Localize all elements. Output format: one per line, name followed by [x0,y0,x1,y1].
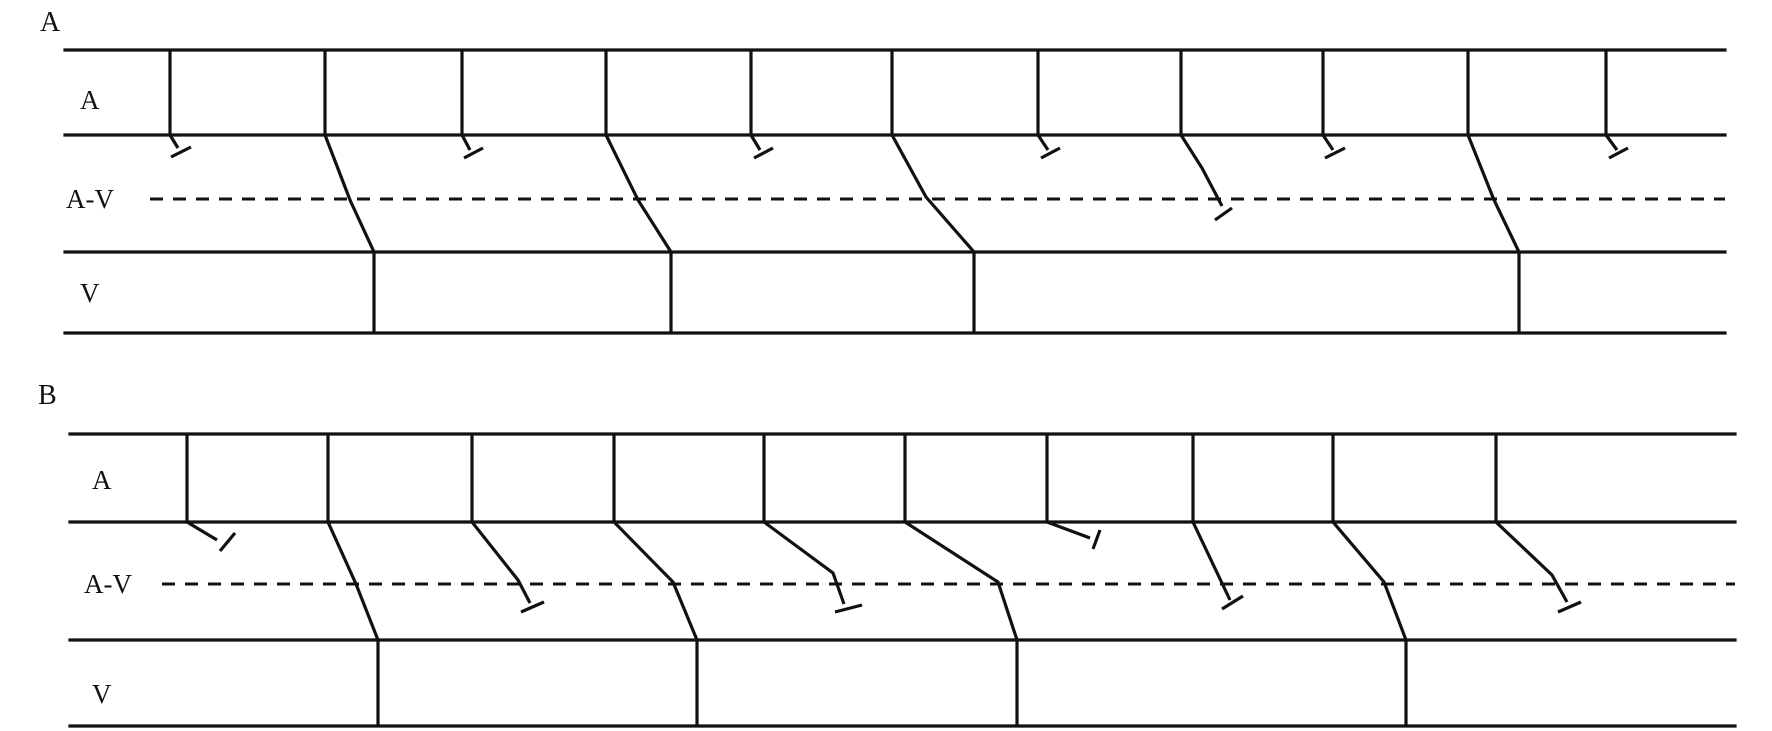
panel-b-beat-1-blocked [185,435,237,553]
conducted-impulse [323,51,376,333]
panel-b-beat-6-conducted [903,435,1019,726]
panel-a: A A A-V V [40,7,1727,335]
block-mark [170,145,192,159]
atrial-impulse [1494,435,1569,603]
panel-b-beat-8-blocked-deep [1191,435,1244,611]
atrial-impulse [1321,51,1335,151]
block-mark [1040,146,1061,160]
atrial-impulse [1604,51,1619,151]
panel-a-label: A [40,7,61,38]
panel-a-beat-9-blocked [1321,51,1346,160]
conducted-impulse [890,51,976,333]
atrial-impulse [1191,435,1232,601]
conducted-impulse [1466,51,1521,333]
panel-b-beat-4-conducted [612,435,699,726]
panel-a-beat-1-blocked [168,51,192,159]
panel-a-beat-2-conducted [323,51,376,333]
block-mark [1221,594,1244,611]
panel-b-beat-3-blocked [470,435,545,614]
atrial-impulse [1045,435,1091,540]
panel-b: B A A-V V [38,380,1737,728]
panel-a-row-label-atrium: A [80,85,100,115]
conducted-impulse [326,435,380,726]
atrial-impulse [1179,51,1224,207]
panel-b-beat-9-conducted [1331,435,1408,726]
panel-a-beat-5-blocked [749,51,774,160]
panel-b-beat-2-conducted [326,435,380,726]
block-mark [753,146,774,160]
conducted-impulse [1331,435,1408,726]
atrial-impulse [460,51,472,151]
block-mark [834,603,863,614]
block-mark [218,531,237,553]
conducted-impulse [612,435,699,726]
panel-a-beat-3-blocked [460,51,484,160]
atrial-impulse [749,51,762,151]
panel-b-beat-5-blocked [762,435,863,614]
block-mark [1608,146,1629,160]
panel-b-beat-10-blocked [1494,435,1582,614]
panel-a-beat-10-conducted [1466,51,1521,333]
panel-a-row-label-ventricle: V [80,278,100,308]
panel-a-row-label-av: A-V [66,184,114,214]
conducted-impulse [604,51,673,333]
panel-b-beat-7-blocked [1045,435,1102,550]
atrial-impulse [762,435,846,605]
conducted-impulse [903,435,1019,726]
atrial-impulse [185,435,218,542]
panel-b-row-label-av: A-V [84,569,132,599]
panel-b-row-label-ventricle: V [92,679,112,709]
panel-a-beat-8-blocked-deep [1179,51,1233,222]
panel-b-row-label-atrium: A [92,465,112,495]
atrial-impulse [1036,51,1050,151]
block-mark [1557,600,1582,614]
atrial-impulse [470,435,532,604]
panel-a-beat-7-blocked [1036,51,1061,160]
panel-a-beat-11-blocked [1604,51,1629,160]
block-mark [1324,146,1346,160]
block-mark [463,146,484,160]
block-mark [1214,206,1233,222]
block-mark [1091,529,1102,550]
panel-a-beat-4-conducted [604,51,673,333]
block-mark [520,600,545,614]
panel-b-label: B [38,380,57,411]
panel-a-beat-6-conducted [890,51,976,333]
atrial-impulse [168,51,180,149]
